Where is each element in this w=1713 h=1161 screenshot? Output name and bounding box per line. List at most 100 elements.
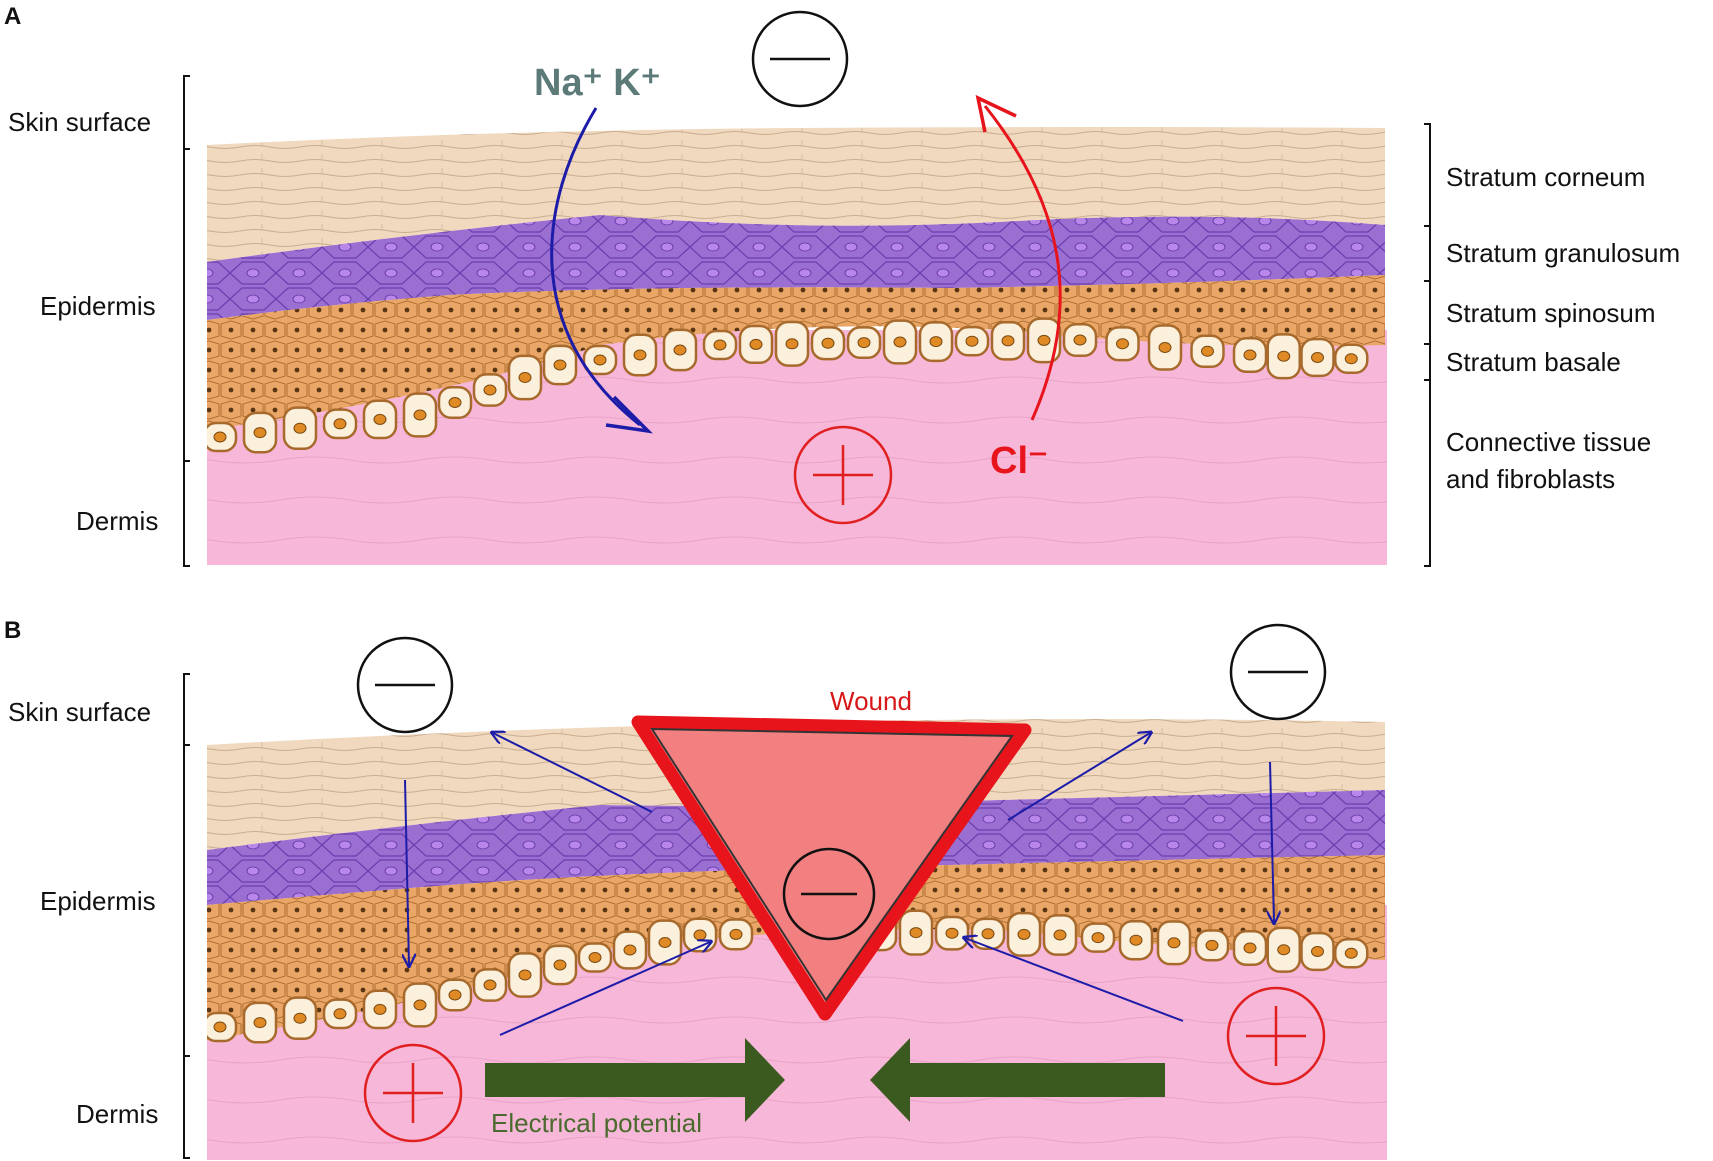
negative-charge-icon [751, 10, 849, 108]
basal-cell-nucleus [588, 952, 602, 963]
cation-influx-arrow [550, 107, 641, 427]
basal-cell-nucleus [1201, 345, 1214, 357]
basal-cell-nucleus [253, 427, 267, 439]
label-stratum-granulosum: Stratum granulosum [1446, 238, 1680, 268]
stratum-spinosum-texture [207, 855, 1385, 1040]
basal-cell-nucleus [1311, 946, 1324, 957]
basal-cell-nucleus [909, 927, 923, 939]
label-skin-surface: Skin surface [8, 697, 151, 727]
cation-label: Na⁺ K⁺ [534, 62, 661, 104]
basal-cell-nucleus [1158, 342, 1172, 353]
basal-cell-nucleus [253, 1017, 267, 1029]
negative-charge-icon [782, 847, 876, 941]
basal-cell-nucleus [333, 1008, 347, 1020]
basal-cell-nucleus [413, 999, 427, 1011]
current-arrow [965, 938, 1184, 1022]
label-dermis: Dermis [76, 1099, 158, 1129]
basal-cell-nucleus [413, 409, 427, 421]
basal-cell-nucleus [553, 959, 567, 971]
panel-b: B Skin surface Epidermis Dermis Wound [4, 617, 1387, 1160]
basal-cell-nucleus [965, 335, 979, 347]
cation-arrowhead-icon [605, 395, 653, 434]
basal-cell-nucleus [1001, 335, 1015, 347]
left-bracket [183, 673, 190, 1159]
current-arrow [1270, 761, 1274, 922]
panel-a-letter: A [4, 3, 21, 30]
label-connective-tissue: Connective tissue [1446, 427, 1651, 457]
basal-cell-nucleus [333, 418, 347, 430]
basal-cell-nucleus [1091, 932, 1105, 944]
label-epidermis: Epidermis [40, 291, 156, 321]
basal-cell-nucleus [693, 929, 707, 941]
basal-cell-nucleus [518, 372, 532, 383]
label-dermis: Dermis [76, 506, 158, 536]
negative-charge-icon [356, 636, 454, 734]
current-arrow [1007, 733, 1150, 821]
label-skin-surface: Skin surface [8, 107, 151, 137]
basal-cell-nucleus [658, 937, 672, 948]
stratum-corneum-texture [207, 127, 1385, 262]
current-arrow [405, 779, 409, 965]
potential-arrow-right-icon [485, 1038, 785, 1122]
basal-cell-nucleus [1053, 929, 1067, 941]
panel-a: A Skin surface Epidermis Dermis Stratum … [4, 3, 1680, 567]
label-stratum-basale: Stratum basale [1446, 347, 1621, 377]
current-arrow [493, 733, 653, 813]
potential-arrow-left-icon [870, 1038, 1165, 1122]
current-arrow [499, 942, 710, 1036]
basal-cell-nucleus [483, 979, 497, 991]
basal-cell-nucleus [785, 338, 799, 350]
basal-cell-nucleus [1205, 939, 1219, 951]
basal-cell-nucleus [633, 349, 647, 361]
basal-cell-nucleus [1017, 928, 1031, 940]
basal-cell-nucleus [1344, 353, 1358, 365]
basal-cell-nucleus [293, 422, 307, 434]
basal-cell-nucleus [1116, 338, 1129, 350]
basal-cell-nucleus [1129, 934, 1143, 946]
stratum-basale-cells [207, 317, 1369, 454]
basal-cell-nucleus [857, 337, 871, 349]
basal-cell-nucleus [1311, 352, 1324, 363]
wound-shape [631, 715, 1032, 1021]
basal-cell-nucleus [213, 1021, 227, 1033]
left-bracket [183, 75, 190, 567]
basal-cell-nucleus [213, 431, 227, 443]
basal-cell-nucleus [1277, 944, 1291, 956]
label-stratum-spinosum: Stratum spinosum [1446, 298, 1656, 328]
basal-cell-nucleus [1243, 349, 1257, 361]
basal-cell-nucleus [593, 354, 607, 366]
basal-cell-nucleus [1037, 334, 1051, 346]
basal-cell-nucleus [1243, 942, 1257, 954]
anion-label: Cl⁻ [990, 440, 1048, 482]
positive-charge-icon [1226, 986, 1326, 1086]
positive-charge-icon [363, 1043, 463, 1143]
basal-cell-nucleus [293, 1012, 307, 1024]
basal-cell-nucleus [1073, 334, 1087, 346]
basal-cell-nucleus [1167, 937, 1181, 949]
label-stratum-corneum: Stratum corneum [1446, 162, 1645, 192]
basal-cell-nucleus [729, 928, 743, 940]
basal-cell-nucleus [945, 927, 959, 939]
basal-cell-nucleus [1344, 947, 1358, 959]
basal-cell-nucleus [448, 397, 462, 408]
basal-cell-nucleus [373, 1003, 387, 1015]
skin-cross-section-a [207, 127, 1387, 565]
basal-cell-nucleus [929, 336, 943, 348]
basal-cell-nucleus [553, 359, 567, 371]
stratum-spinosum-texture [207, 275, 1385, 430]
basal-cell-nucleus [981, 928, 995, 940]
basal-cell-nucleus [821, 337, 835, 349]
stratum-granulosum-texture [207, 215, 1385, 320]
basal-cell-nucleus [448, 989, 462, 1001]
basal-cell-nucleus [623, 944, 637, 956]
basal-cell-nucleus [673, 344, 687, 356]
electrical-potential-label: Electrical potential [491, 1108, 702, 1138]
positive-charge-icon [793, 425, 893, 525]
basal-cell-nucleus [483, 384, 497, 396]
basal-cell-nucleus [1277, 350, 1291, 362]
label-epidermis: Epidermis [40, 886, 156, 916]
basal-cell-nucleus [713, 339, 727, 351]
wound-label: Wound [830, 686, 912, 716]
label-fibroblasts: and fibroblasts [1446, 464, 1615, 494]
